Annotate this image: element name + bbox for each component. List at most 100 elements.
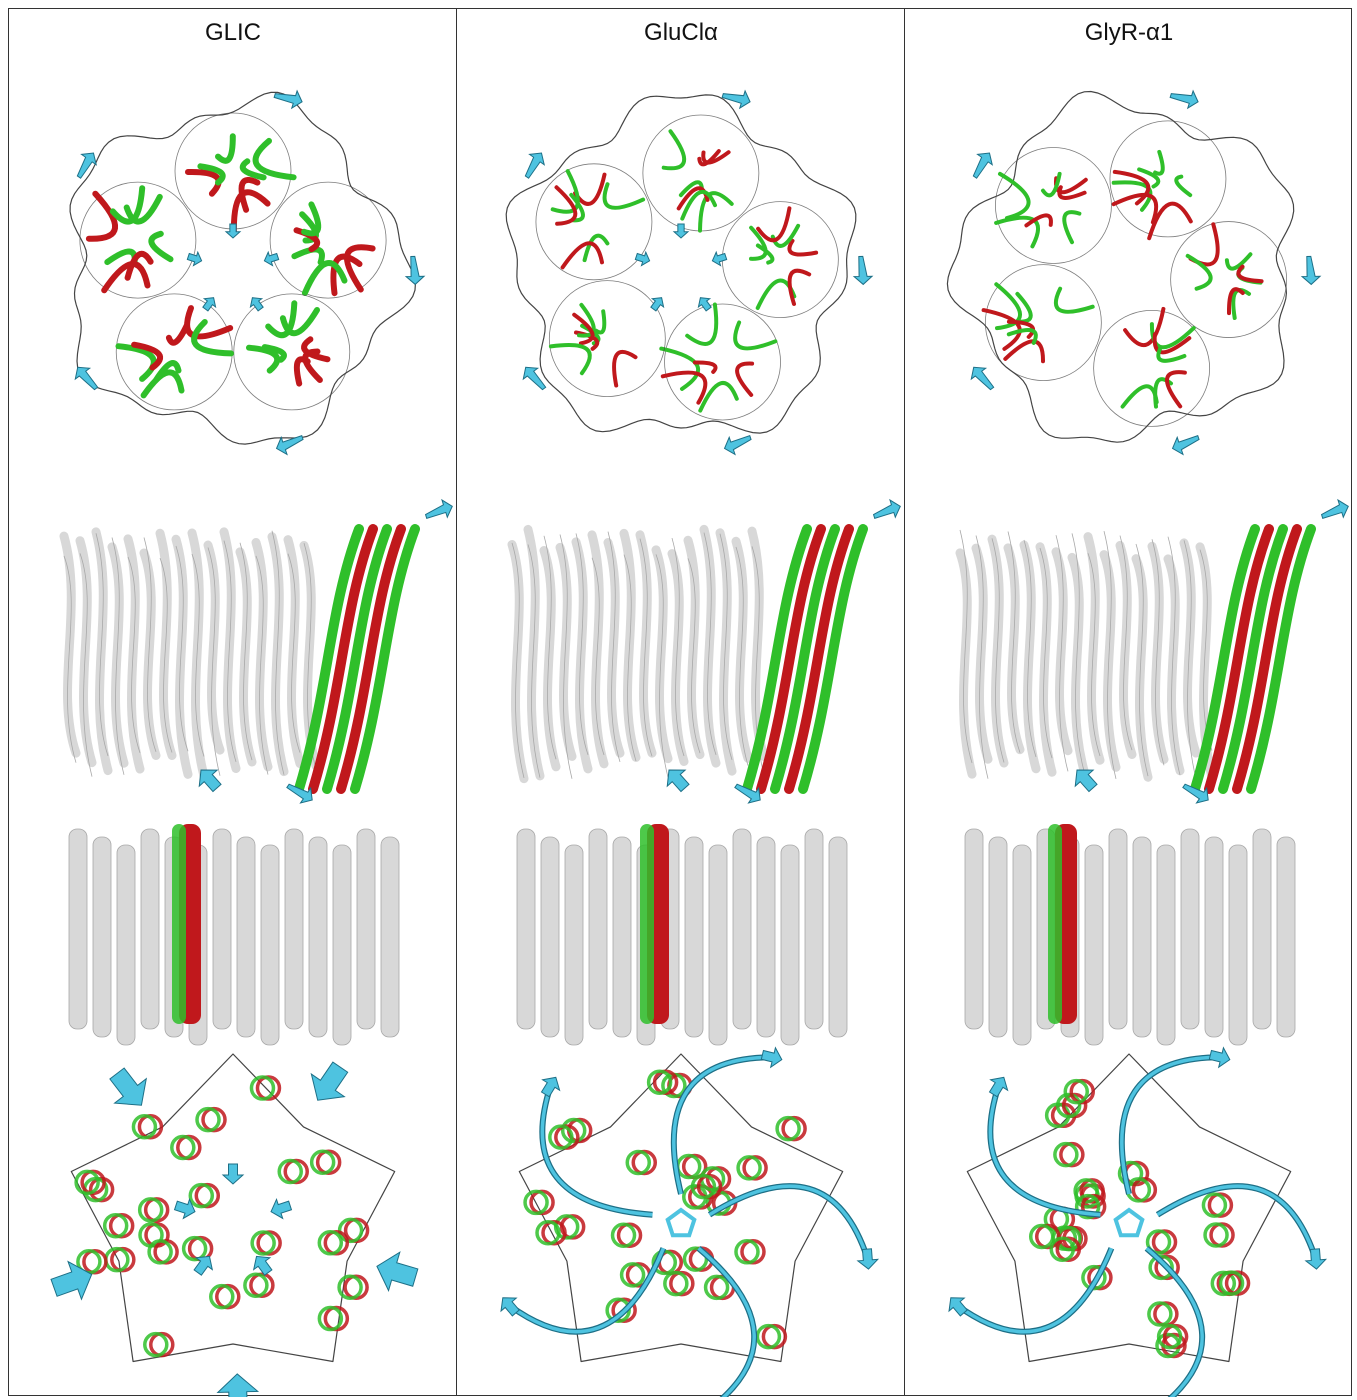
twist-arrow-icon: [1158, 1186, 1316, 1259]
secondary-structure: [789, 241, 816, 255]
context-strand: [1088, 537, 1100, 761]
tm-helix: [805, 829, 823, 1029]
tm-helix: [69, 829, 87, 1029]
secondary-structure: [664, 131, 684, 168]
tm-helix: [781, 845, 799, 1045]
secondary-structure: [563, 243, 602, 267]
pore-pentagon: [668, 1210, 695, 1235]
tilt-arrow-icon: [1075, 770, 1097, 791]
tm-helix: [757, 837, 775, 1037]
tm-helix: [613, 837, 631, 1037]
context-strand: [192, 533, 204, 776]
tm-helix: [989, 837, 1007, 1037]
secondary-structure: [1176, 177, 1190, 196]
secondary-structure: [605, 184, 644, 208]
subunit-outline: [1110, 121, 1226, 237]
subunit-outline: [1171, 222, 1287, 338]
subunit-outline: [665, 304, 781, 420]
tm-helix: [965, 829, 983, 1029]
compression-arrow-icon: [377, 1252, 418, 1290]
tilt-arrow-icon: [199, 770, 221, 791]
tm-helix: [1181, 829, 1199, 1029]
compression-arrow-icon: [271, 1199, 291, 1218]
rotation-arrow-icon: [1302, 256, 1320, 284]
tm-helix: [733, 829, 751, 1029]
tm-helix: [565, 845, 583, 1045]
twist-arrow-icon: [509, 1248, 663, 1331]
context-strand: [1008, 548, 1020, 750]
m2-helix-state-a: [1048, 824, 1062, 1024]
top-view-1: [506, 91, 872, 454]
twist-arrowhead-icon: [1209, 1048, 1229, 1067]
tm-helix: [685, 837, 703, 1037]
tm-helix: [1013, 845, 1031, 1045]
secondary-structure: [218, 136, 233, 161]
tm-helix: [541, 837, 559, 1037]
tm-helix: [93, 837, 111, 1037]
rotation-arrow-icon: [426, 500, 453, 518]
twist-arrowhead-icon: [1306, 1249, 1326, 1269]
side-view-0: [64, 500, 452, 1045]
tm-helix: [213, 829, 231, 1029]
rotation-arrow-icon: [1170, 91, 1198, 108]
twist-arrowhead-icon: [989, 1077, 1007, 1096]
secondary-structure: [551, 345, 590, 373]
secondary-structure: [305, 263, 345, 293]
tm-helix: [1277, 837, 1295, 1037]
tm-helix: [1109, 829, 1127, 1029]
rotation-arrow-icon: [75, 367, 97, 389]
context-strand: [608, 543, 620, 754]
secondary-structure: [1123, 386, 1157, 406]
compression-arrow-icon: [674, 224, 688, 238]
tm-helix: [117, 845, 135, 1045]
rotation-arrow-icon: [1173, 436, 1200, 455]
context-strand: [256, 542, 268, 766]
rotation-arrow-icon: [1322, 500, 1349, 518]
context-strand: [128, 539, 140, 769]
twist-arrowhead-icon: [858, 1249, 878, 1269]
twist-arrowhead-icon: [761, 1048, 781, 1067]
compression-arrow-icon: [698, 298, 711, 311]
secondary-structure: [294, 249, 322, 262]
bottom-view-2: [949, 1048, 1326, 1397]
secondary-structure: [249, 348, 277, 371]
tm-helix: [1157, 845, 1175, 1045]
compression-arrow-icon: [218, 1374, 258, 1397]
context-strand: [272, 537, 284, 772]
context-strand: [560, 547, 572, 756]
compression-arrow-icon: [226, 224, 240, 238]
secondary-structure: [188, 172, 219, 194]
subunit-outline: [270, 182, 386, 298]
bottom-view-0: [51, 1054, 418, 1397]
context-strand: [1120, 545, 1132, 754]
context-strand: [112, 547, 124, 763]
context-strand: [1168, 559, 1180, 771]
rotation-arrow-icon: [722, 91, 750, 108]
tm-helix: [357, 829, 375, 1029]
tilt-arrow-icon: [667, 770, 689, 791]
tm-helix: [1229, 845, 1247, 1045]
bottom-view-1: [501, 1048, 878, 1397]
m2-helix-state-a: [172, 824, 186, 1024]
subunit-outline: [549, 281, 665, 397]
secondary-structure: [1155, 152, 1163, 174]
tm-helix: [381, 837, 399, 1037]
top-view-0: [70, 91, 424, 454]
structure-artwork: [9, 9, 1353, 1397]
twist-arrow-icon: [1122, 1057, 1220, 1194]
compression-arrow-icon: [254, 1256, 272, 1275]
secondary-structure: [169, 326, 187, 343]
m2-helix-state-a: [640, 824, 654, 1024]
context-strand: [976, 548, 988, 759]
twist-arrowhead-icon: [541, 1077, 559, 1096]
top-view-2: [947, 91, 1320, 454]
pore-pentagon: [1116, 1210, 1143, 1235]
twist-arrow-shaft-edge: [1122, 1057, 1220, 1194]
rotation-arrow-icon: [406, 256, 424, 284]
compression-arrow-icon: [651, 298, 664, 311]
secondary-structure: [687, 305, 716, 344]
rotation-arrow-icon: [525, 153, 544, 178]
side-view-1: [512, 500, 900, 1045]
compression-arrow-icon: [712, 252, 726, 265]
tm-helix: [309, 837, 327, 1037]
